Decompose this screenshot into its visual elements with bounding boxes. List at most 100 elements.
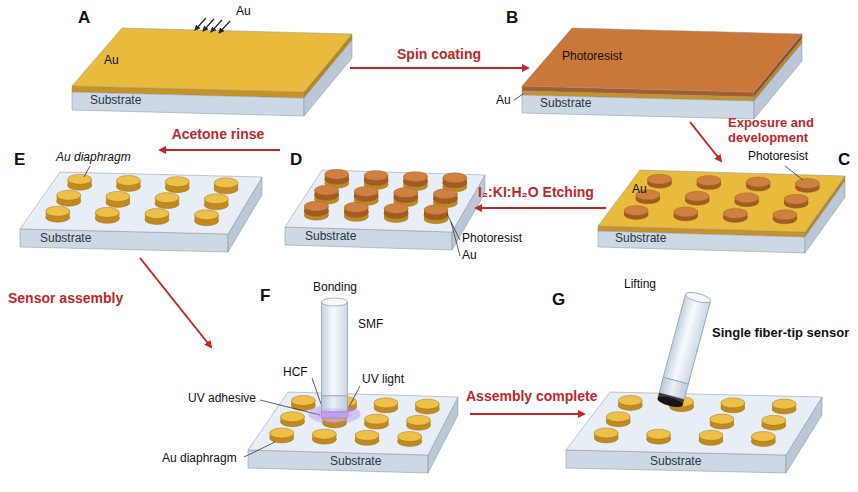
disc-top <box>415 399 439 409</box>
disc-top <box>772 399 796 409</box>
disc-top <box>325 169 349 179</box>
disc-top <box>685 191 709 201</box>
disc-top <box>165 177 189 187</box>
disc-top <box>433 189 457 199</box>
disc-top <box>674 207 698 217</box>
leader-lines <box>84 94 803 457</box>
layer-top-face <box>20 172 262 234</box>
action-label: Bonding <box>313 281 357 295</box>
process-arrow <box>160 149 280 151</box>
uv-glow <box>317 408 353 420</box>
disc-top <box>407 415 431 425</box>
disc-top <box>155 193 179 203</box>
process-step-label: Spin coating <box>397 46 481 62</box>
disc-top <box>394 188 418 198</box>
disc-top <box>648 174 672 184</box>
disc-top <box>618 395 642 405</box>
disc-top <box>354 186 378 196</box>
disc-top <box>46 206 70 216</box>
process-step-label: Acetone rinse <box>172 126 265 142</box>
disc-top <box>315 185 339 195</box>
component-label: SMF <box>358 318 383 332</box>
fibers <box>309 290 712 424</box>
material-label: Au <box>632 183 647 197</box>
disc-top <box>95 207 119 217</box>
layer-top-face <box>248 392 458 455</box>
disc-top <box>270 428 294 438</box>
disc-top <box>647 429 671 439</box>
leader-line <box>349 386 360 407</box>
optical-fiber <box>322 298 348 418</box>
leader-line <box>84 166 90 177</box>
fiber-end-face <box>684 290 711 304</box>
process-arrow <box>140 258 211 347</box>
leader-line <box>785 166 803 180</box>
material-label: Au <box>462 249 477 263</box>
component-label: Au diaphragm <box>162 452 237 466</box>
panel-letter: G <box>552 290 565 310</box>
deposition-arrow <box>211 20 222 32</box>
disc-top <box>384 204 408 214</box>
substrate-label: Substrate <box>615 232 666 246</box>
layer-front-face <box>598 231 805 253</box>
disc-top <box>355 430 379 440</box>
disc-top <box>106 191 130 201</box>
material-label: Au <box>104 54 119 68</box>
layer-front-face <box>72 92 304 116</box>
disc-top <box>281 412 305 422</box>
disc-top <box>606 412 630 422</box>
substrate-label: Substrate <box>90 94 141 108</box>
panel-letter: D <box>290 150 302 170</box>
panel-letter: B <box>506 8 518 28</box>
disc-top <box>735 193 759 203</box>
panel-letter: A <box>78 8 90 28</box>
process-arrow <box>350 67 528 69</box>
deposition-arrow <box>195 18 206 30</box>
disc-top <box>723 208 747 218</box>
disc-top <box>304 201 328 211</box>
disc-top <box>751 432 775 442</box>
disc-top <box>57 190 81 200</box>
disc-top <box>403 172 427 182</box>
process-step-label: Assembly complete <box>466 388 598 404</box>
disc-top <box>710 414 734 424</box>
deposition-arrows <box>195 18 230 33</box>
leader-line <box>514 94 523 100</box>
layer-top-face <box>522 28 802 92</box>
process-arrow <box>470 413 584 415</box>
component-label: Single fiber-tip sensor <box>712 326 852 341</box>
disc-top <box>195 210 219 220</box>
fiber-end-face <box>322 298 348 306</box>
disc-top <box>795 178 819 188</box>
disc-top <box>116 175 140 185</box>
layer-front-face <box>522 95 754 119</box>
smf-segment <box>322 302 348 396</box>
disc-top <box>364 170 388 180</box>
disc-top <box>214 178 238 188</box>
material-label: Photoresist <box>562 50 622 64</box>
panel-letter: E <box>14 150 25 170</box>
disc-top <box>443 173 467 183</box>
disc-top <box>68 174 92 184</box>
leader-line <box>451 222 460 256</box>
material-label: Au <box>236 5 251 19</box>
disc-top <box>424 205 448 215</box>
process-arrows <box>140 68 721 414</box>
disc-top <box>784 194 808 204</box>
disc-top <box>721 398 745 408</box>
substrate-label: Substrate <box>305 230 356 244</box>
disc-top <box>145 209 169 219</box>
disc-top <box>762 415 786 425</box>
panel-letter: C <box>838 150 850 170</box>
material-label: Au <box>496 94 511 108</box>
action-label: Lifting <box>624 278 656 292</box>
layer-top-face <box>285 170 485 232</box>
deposition-arrow <box>203 19 214 31</box>
disc-top <box>204 194 228 204</box>
disc-top <box>365 414 389 424</box>
process-step-label: I₂:KI:H₂O Etching <box>478 184 594 200</box>
deposition-arrow <box>219 21 230 33</box>
substrate-label: Substrate <box>330 455 381 469</box>
